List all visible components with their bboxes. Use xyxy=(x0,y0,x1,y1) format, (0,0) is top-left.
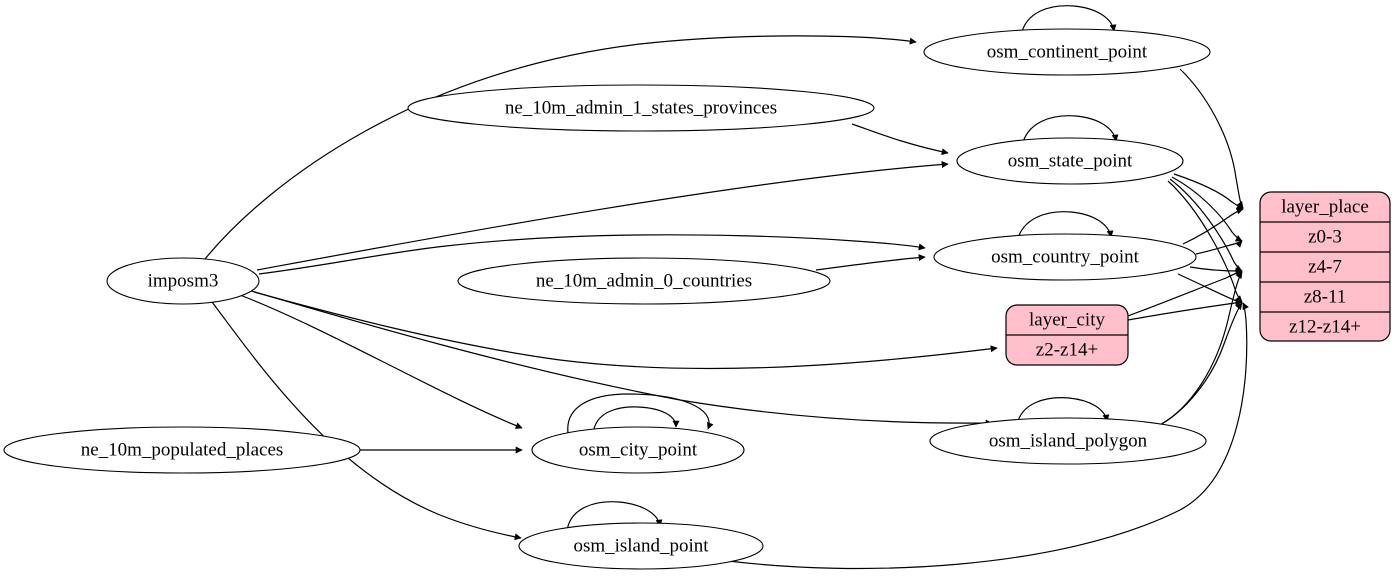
edge-osm_island_point-to-layer_place-z12-z14 xyxy=(719,302,1249,570)
edge-imposm3-to-osm_continent_point xyxy=(204,35,917,260)
edge-osm_island_polygon-to-layer_place-z12-z14 xyxy=(1155,302,1243,428)
edge-imposm3-to-osm_island_point xyxy=(211,301,522,541)
selfloop-osm_city_point-inner xyxy=(593,406,680,430)
edge-imposm3-to-layer_city xyxy=(253,291,998,370)
edge-osm_country_point-to-layer_place-z8-11 xyxy=(1189,266,1243,275)
edge-imposm3-to-osm_state_point xyxy=(256,160,949,271)
edge-layer_city-to-layer_place-z12-z14 xyxy=(1127,298,1243,321)
node-ne_10m_admin_0_countries[interactable]: ne_10m_admin_0_countries xyxy=(457,257,831,305)
selfloop-osm_city_point-outer xyxy=(567,393,714,434)
node-ne_10m_populated_places[interactable]: ne_10m_populated_places xyxy=(3,426,361,474)
selfloop-osm_state_point xyxy=(1021,115,1119,147)
node-osm_country_point[interactable]: osm_country_point xyxy=(933,233,1197,281)
edge-osm_country_point-to-layer_place-z0-3 xyxy=(1182,207,1244,245)
edge-osm_island_polygon-to-layer_place-z8-11 xyxy=(1159,271,1243,426)
record-layer_city[interactable]: layer_city z2-z14+ xyxy=(1005,304,1129,366)
edge-osm_continent_point-to-layer_place-z0-3 xyxy=(1179,68,1244,209)
edge-layer xyxy=(204,5,1249,570)
edge-imposm3-to-osm_island_polygon xyxy=(247,289,993,427)
selfloop-osm_island_polygon xyxy=(1016,397,1110,426)
edge-imposm3-to-osm_city_point xyxy=(239,294,523,429)
edge-osm_state_point-to-layer_place-z4-7 xyxy=(1171,176,1243,242)
node-imposm3[interactable]: imposm3 xyxy=(106,257,260,305)
node-osm_city_point[interactable]: osm_city_point xyxy=(531,426,745,474)
node-osm_state_point[interactable]: osm_state_point xyxy=(956,137,1184,185)
selfloop-osm_country_point xyxy=(1016,211,1114,243)
edge-ne_states_provinces-to-osm_state_point xyxy=(851,123,949,156)
selfloop-osm_island_point xyxy=(566,501,663,532)
node-osm_island_polygon[interactable]: osm_island_polygon xyxy=(929,417,1207,465)
edge-osm_country_point-to-layer_place-z12-z14 xyxy=(1177,273,1243,306)
node-layer: imposm3 ne_10m_admin_1_states_provinces … xyxy=(3,28,1211,570)
node-osm_island_point[interactable]: osm_island_point xyxy=(518,522,764,570)
edge-osm_state_point-to-layer_place-z12-z14 xyxy=(1167,180,1243,303)
edge-imposm3-to-osm_country_point xyxy=(258,234,926,275)
selfloop-osm_continent_point xyxy=(1020,5,1117,37)
edge-ne_countries-to-osm_country_point xyxy=(815,254,926,271)
node-ne_10m_admin_1_states_provinces[interactable]: ne_10m_admin_1_states_provinces xyxy=(407,84,875,132)
node-osm_continent_point[interactable]: osm_continent_point xyxy=(923,28,1211,76)
edge-osm_country_point-to-layer_place-z4-7 xyxy=(1195,240,1243,255)
record-layer_place[interactable]: layer_place z0-3 z4-7 z8-11 z12-z14+ xyxy=(1259,191,1391,342)
